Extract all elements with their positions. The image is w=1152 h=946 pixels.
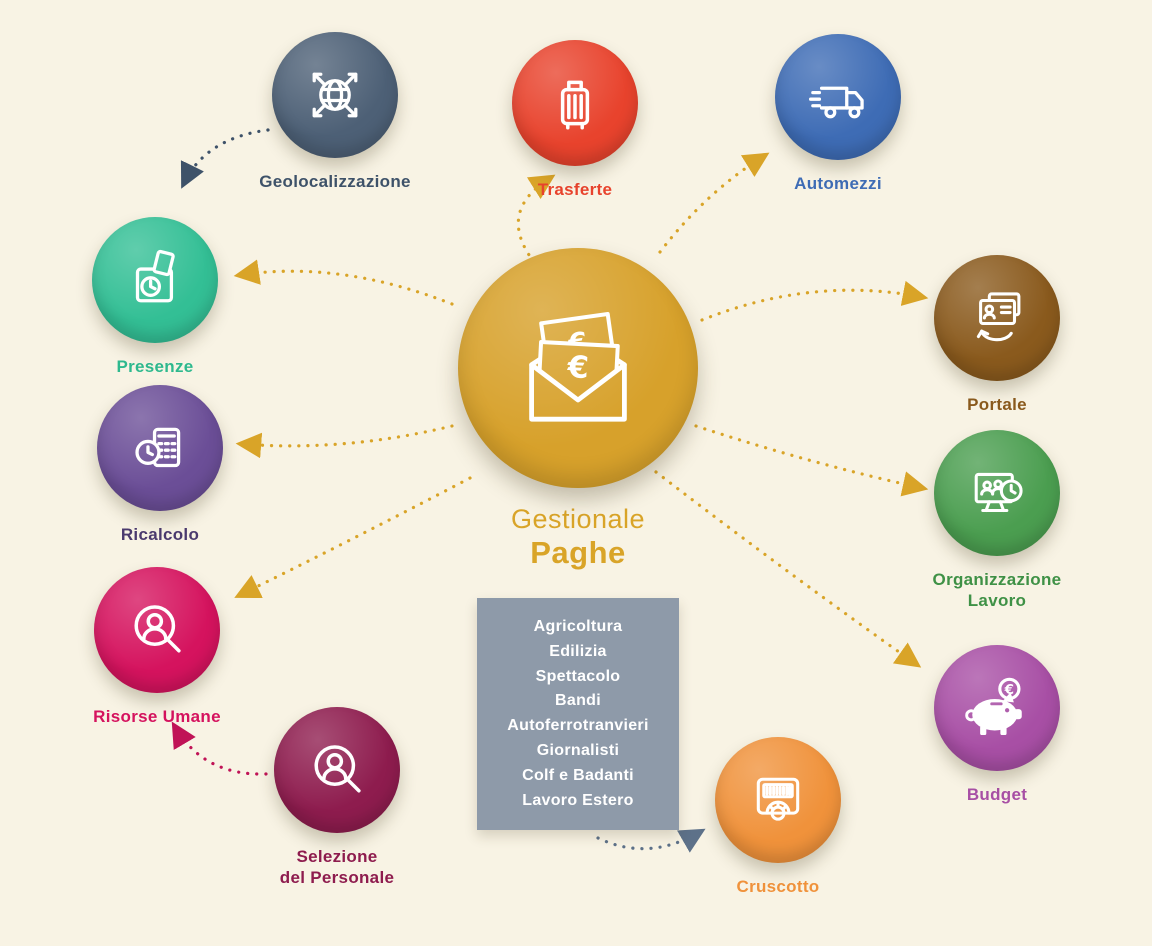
node-budget: € Budget: [887, 645, 1107, 805]
node-risorse-umane: Risorse Umane: [47, 567, 267, 727]
van-icon: [809, 86, 864, 119]
selezione-del-personale-circle: [274, 707, 400, 833]
node-label: Selezione del Personale: [227, 846, 447, 889]
person-magnifier-icon: [314, 745, 361, 793]
node-label-line1: Organizzazione: [932, 570, 1062, 589]
svg-text:€: €: [566, 350, 590, 386]
sector-item: Spettacolo: [535, 667, 621, 685]
presenze-circle: [92, 217, 218, 343]
node-presenze: Presenze: [45, 217, 265, 377]
sector-item: Autoferrotranvieri: [507, 717, 649, 735]
node-label: Ricalcolo: [120, 525, 200, 544]
center-title-line1: Gestionale: [510, 504, 646, 534]
risorse-umane-circle: [94, 567, 220, 693]
sector-item: Colf e Badanti: [522, 766, 634, 784]
cruscotto-circle: [715, 737, 841, 863]
portale-circle: [934, 255, 1060, 381]
id-cards-icon: [976, 292, 1021, 342]
node-ricalcolo: Ricalcolo: [50, 385, 270, 545]
node-selezione-del-personale: Selezione del Personale: [227, 707, 447, 889]
node-gestionale-paghe: € € Gestionale Paghe: [428, 248, 728, 571]
node-label: Budget: [966, 785, 1028, 804]
globe-arrows-icon: [312, 72, 358, 118]
node-portale: Portale: [887, 255, 1107, 415]
node-geolocalizzazione: Geolocalizzazione: [225, 32, 445, 192]
geolocalizzazione-circle: [272, 32, 398, 158]
node-label-line2: del Personale: [279, 868, 395, 888]
node-label: Organizzazione Lavoro: [887, 569, 1107, 612]
node-cruscotto: Cruscotto: [668, 737, 888, 897]
dashboard-icon: [756, 777, 800, 821]
node-organizzazione-lavoro: Organizzazione Lavoro: [887, 430, 1107, 612]
node-automezzi: Automezzi: [728, 34, 948, 194]
svg-text:€: €: [565, 327, 589, 360]
automezzi-circle: [775, 34, 901, 160]
suitcase-icon: [560, 80, 590, 130]
node-label: Automezzi: [794, 174, 882, 193]
budget-circle: €: [934, 645, 1060, 771]
node-trasferte: Trasferte: [465, 40, 685, 200]
time-clock-icon: [135, 249, 175, 303]
gestionale-paghe-circle: € €: [458, 248, 698, 488]
trasferte-circle: [512, 40, 638, 166]
node-label: Portale: [967, 395, 1027, 414]
node-label: Trasferte: [537, 180, 613, 199]
center-title-line2: Paghe: [530, 535, 626, 570]
sector-item: Bandi: [555, 692, 601, 710]
sector-item: Agricoltura: [533, 618, 623, 635]
node-label: Risorse Umane: [93, 707, 221, 726]
sectors-box: Agricoltura Edilizia Spettacolo Bandi Au…: [477, 598, 679, 831]
calculator-clock-icon: [135, 427, 181, 468]
node-label-line2: Lavoro: [967, 591, 1027, 611]
svg-text:€: €: [1004, 682, 1014, 698]
piggy-bank-icon: €: [965, 677, 1022, 735]
sector-item: Giornalisti: [536, 741, 620, 759]
node-label-line1: Selezione: [296, 847, 378, 866]
node-label: Geolocalizzazione: [259, 172, 411, 191]
node-label: Cruscotto: [736, 877, 820, 896]
organizzazione-lavoro-circle: [934, 430, 1060, 556]
node-label: Presenze: [116, 357, 194, 376]
person-magnifier-icon: [134, 605, 181, 653]
sector-item: Edilizia: [549, 642, 607, 660]
monitor-team-clock-icon: [974, 472, 1023, 513]
ricalcolo-circle: [97, 385, 223, 511]
envelope-euro-icon: € €: [529, 311, 627, 422]
sector-item: Lavoro Estero: [522, 791, 634, 809]
